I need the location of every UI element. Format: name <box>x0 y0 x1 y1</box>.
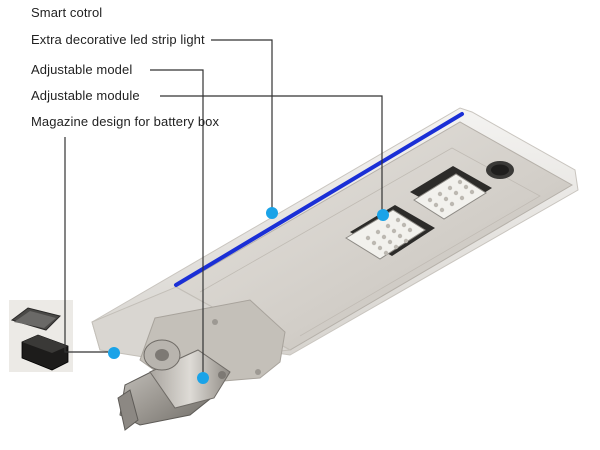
pole-mount <box>117 319 261 431</box>
callout-dot-led-strip <box>266 207 278 219</box>
leader-adjustable-module <box>160 95 383 214</box>
callout-dot-adjustable-model <box>197 372 209 384</box>
leader-battery-box <box>64 137 108 353</box>
battery-box-inset <box>9 300 73 372</box>
label-battery-box: Magazine design for battery box <box>31 114 220 129</box>
callout-dots <box>108 207 389 384</box>
label-adjustable-module: Adjustable module <box>31 88 140 103</box>
label-adjustable-model: Adjustable model <box>31 62 133 77</box>
led-module-right <box>410 166 492 220</box>
callout-dot-battery-box <box>108 347 120 359</box>
led-module-left <box>345 205 435 260</box>
sensor <box>486 161 514 179</box>
leader-lines <box>64 39 383 378</box>
led-strip-light <box>174 112 464 287</box>
label-smart-control: Smart cotrol <box>31 5 103 20</box>
label-led-strip: Extra decorative led strip light <box>31 32 205 47</box>
leader-adjustable-model <box>150 69 204 378</box>
callout-dot-adjustable-module <box>377 209 389 221</box>
leader-led-strip <box>211 39 273 212</box>
